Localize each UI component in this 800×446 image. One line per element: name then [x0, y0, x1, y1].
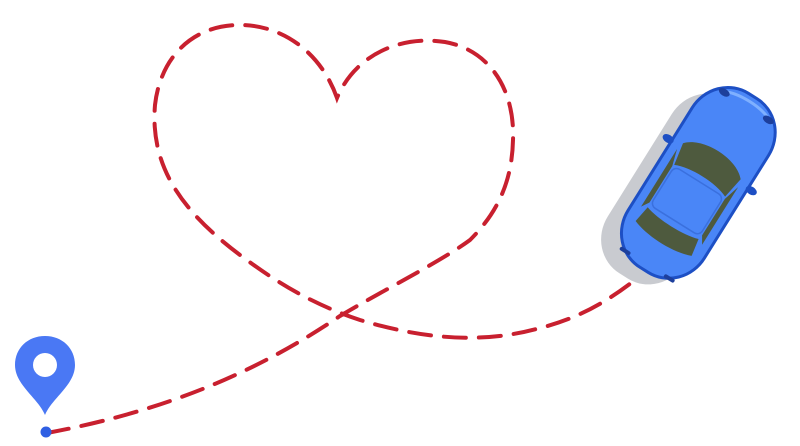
car-rear-window	[635, 207, 699, 256]
car-roof	[651, 167, 723, 235]
dashed-route-path	[45, 22, 642, 435]
map-pin-hole	[33, 353, 57, 377]
car-taillight-left	[619, 246, 631, 256]
map-pin-base-dot	[40, 426, 52, 438]
car-mirror-left	[662, 134, 674, 144]
car-mirror-right	[745, 185, 757, 196]
car-window-right	[702, 187, 739, 245]
car-headlight-left	[718, 88, 730, 97]
car-headlight-right	[762, 115, 774, 125]
car-icon	[601, 85, 777, 285]
car-windshield	[674, 142, 741, 197]
car-taillight-right	[663, 274, 675, 283]
map-pin-icon	[15, 336, 75, 438]
